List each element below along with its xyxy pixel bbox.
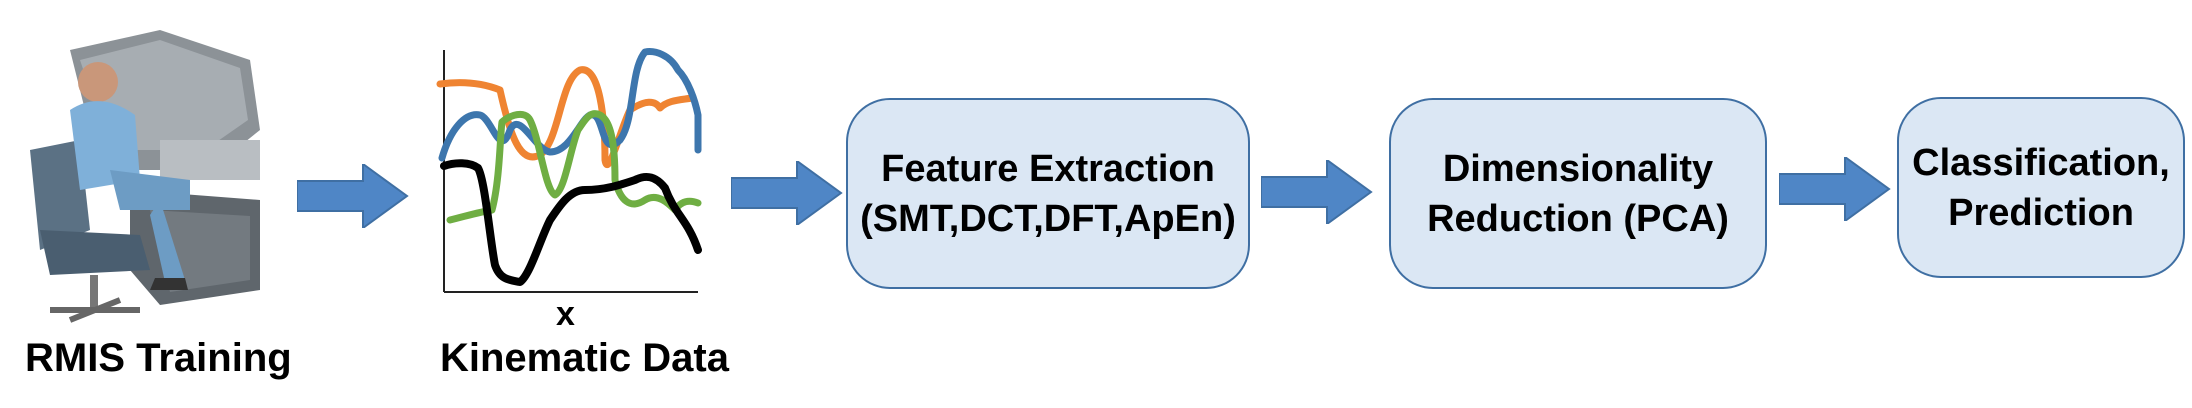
kinematic-data-plot	[436, 48, 702, 293]
box-line-2: Reduction (PCA)	[1427, 197, 1729, 240]
feature-extraction-box: Feature Extraction (SMT,DCT,DFT,ApEn)	[846, 98, 1250, 289]
dimensionality-reduction-box: Dimensionality Reduction (PCA)	[1389, 98, 1767, 289]
flow-arrow-3	[1261, 160, 1373, 224]
box-line-2: Prediction	[1948, 191, 2134, 234]
series-green	[446, 110, 702, 224]
box-line-2: (SMT,DCT,DFT,ApEn)	[860, 197, 1236, 240]
flow-arrow-4	[1779, 157, 1891, 221]
series-black	[440, 159, 702, 286]
surgical-console-image	[30, 30, 260, 323]
rmis-training-caption: RMIS Training	[25, 336, 292, 380]
classification-prediction-box: Classification, Prediction	[1897, 97, 2185, 278]
box-line-1: Feature Extraction	[881, 147, 1215, 190]
box-line-1: Classification,	[1912, 141, 2170, 184]
flow-arrow-1	[297, 164, 409, 228]
box-line-1: Dimensionality	[1442, 147, 1714, 190]
x-axis-label: x	[556, 295, 575, 333]
kinematic-data-caption: Kinematic Data	[440, 336, 729, 380]
flow-arrow-2	[731, 161, 843, 225]
